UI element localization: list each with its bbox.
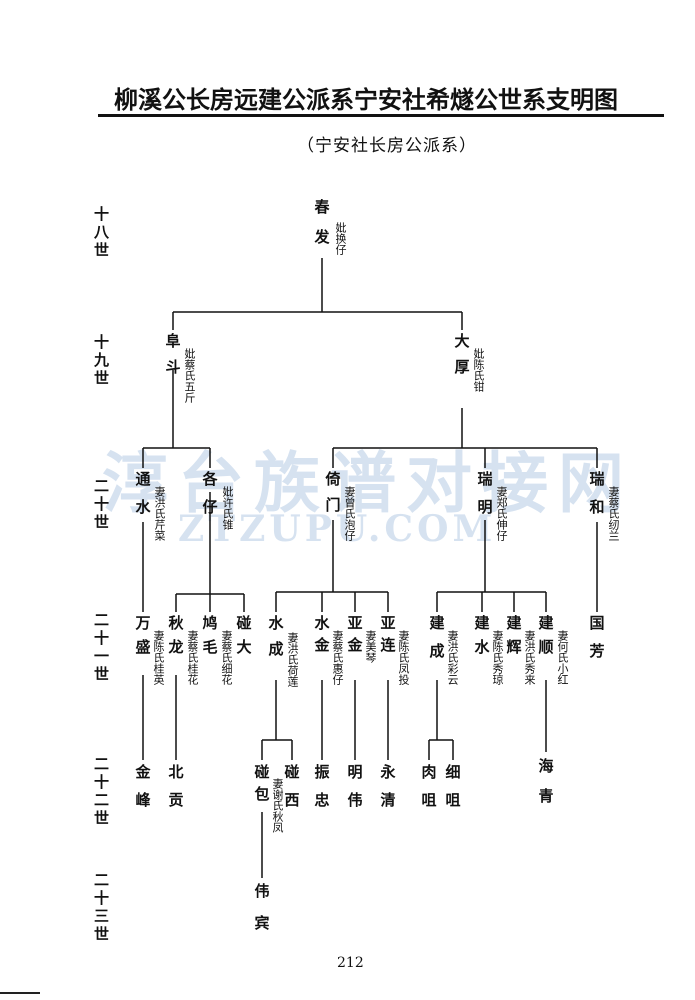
- person-jianshui: 建水: [474, 614, 490, 656]
- title-underline: [98, 114, 664, 117]
- person-dahou: 大厚: [454, 332, 470, 376]
- spouse-gezai: 妣许氏锥: [221, 486, 234, 530]
- person-pengxi: 碰西: [284, 763, 300, 809]
- spouse-pengbao: 妻谢氏秋凤: [271, 778, 284, 833]
- person-yongqing: 永清: [380, 763, 396, 809]
- generation-label: 十八世: [92, 206, 110, 260]
- scan-edge-mark: [0, 992, 40, 994]
- person-tongshui: 通水: [135, 470, 151, 516]
- person-mingwei: 明伟: [347, 763, 363, 809]
- person-shuijin: 水金: [314, 614, 330, 654]
- page-title: 柳溪公长房远建公派系宁安社希燧公世系支明图: [114, 86, 618, 114]
- person-qimen: 倚门: [325, 470, 341, 514]
- generation-label: 二十一世: [92, 612, 110, 684]
- spouse-jianshun: 妻何氏小红: [556, 630, 569, 685]
- spouse-qimen: 妻曾氏泡仔: [343, 486, 356, 541]
- spouse-tongshui: 妻洪氏芹菜: [153, 486, 166, 541]
- generation-label: 十九世: [92, 334, 110, 388]
- spouse-qiulong: 妻蔡氏桂花: [186, 630, 199, 685]
- spouse-shuijin: 妻蔡氏惠仔: [331, 630, 344, 685]
- person-zhenzhong: 振忠: [314, 763, 330, 809]
- spouse-ruiming: 妻郑氏伸仔: [495, 486, 508, 541]
- spouse-shuicheng: 妻洪氏荷莲: [286, 632, 299, 687]
- person-weibin: 伟宾: [254, 882, 270, 932]
- spouse-fu: 妣蔡氏五斤: [183, 348, 196, 403]
- person-qiulong: 秋龙: [168, 614, 184, 656]
- person-chunfa: 春发: [314, 198, 330, 246]
- spouse-yalian: 妻陈氏凤投: [397, 630, 410, 685]
- spouse-jianhui: 妻洪氏秀来: [523, 630, 536, 685]
- person-fu: 阜斗: [165, 332, 181, 376]
- person-jinfeng: 金峰: [135, 763, 151, 809]
- person-yalian: 亚连: [380, 614, 396, 654]
- person-ruiming: 瑞明: [477, 470, 493, 516]
- person-xizu: 细咀: [445, 763, 461, 809]
- person-guofang: 国芳: [589, 614, 605, 660]
- person-rouzu: 肉咀: [421, 763, 437, 809]
- person-haiqing: 海青: [538, 757, 554, 805]
- spouse-jiumao: 妻蔡氏细花: [220, 630, 233, 685]
- person-jianhui: 建辉: [506, 614, 522, 656]
- spouse-yajin: 妻美琴: [364, 630, 377, 663]
- spouse-jianshui: 妻陈氏秀琼: [491, 630, 504, 685]
- person-yajin: 亚金: [347, 614, 363, 654]
- person-pengda: 碰大: [236, 614, 252, 656]
- person-ruihe: 瑞和: [589, 470, 605, 516]
- page-number: 212: [337, 955, 364, 971]
- person-beigong: 北贡: [168, 763, 184, 809]
- spouse-wansheng: 妻陈氏桂英: [152, 630, 165, 685]
- spouse-dahou: 妣陈氏钳: [472, 348, 485, 392]
- generation-label: 二十三世: [92, 872, 110, 944]
- person-jianshun: 建顺: [538, 614, 554, 656]
- generation-label: 二十二世: [92, 756, 110, 828]
- spouse-jiancheng: 妻洪氏彩云: [446, 630, 459, 685]
- person-pengbao: 碰包: [254, 763, 270, 803]
- watermark-url: ZTZUPU.COM: [178, 508, 497, 550]
- person-wansheng: 万盛: [135, 614, 151, 656]
- person-gezai: 各仔: [202, 470, 218, 516]
- person-jiumao: 鸠毛: [202, 614, 218, 656]
- person-shuicheng: 水成: [268, 614, 284, 658]
- page-subtitle: （宁安社长房公派系）: [297, 136, 477, 156]
- person-jiancheng: 建成: [429, 614, 445, 660]
- spouse-ruihe: 妻蔡氏纫兰: [607, 486, 620, 541]
- generation-label: 二十世: [92, 478, 110, 532]
- spouse-chunfa: 妣换仔: [334, 222, 347, 255]
- watermark-text: 淳台族谱对接网: [102, 444, 634, 522]
